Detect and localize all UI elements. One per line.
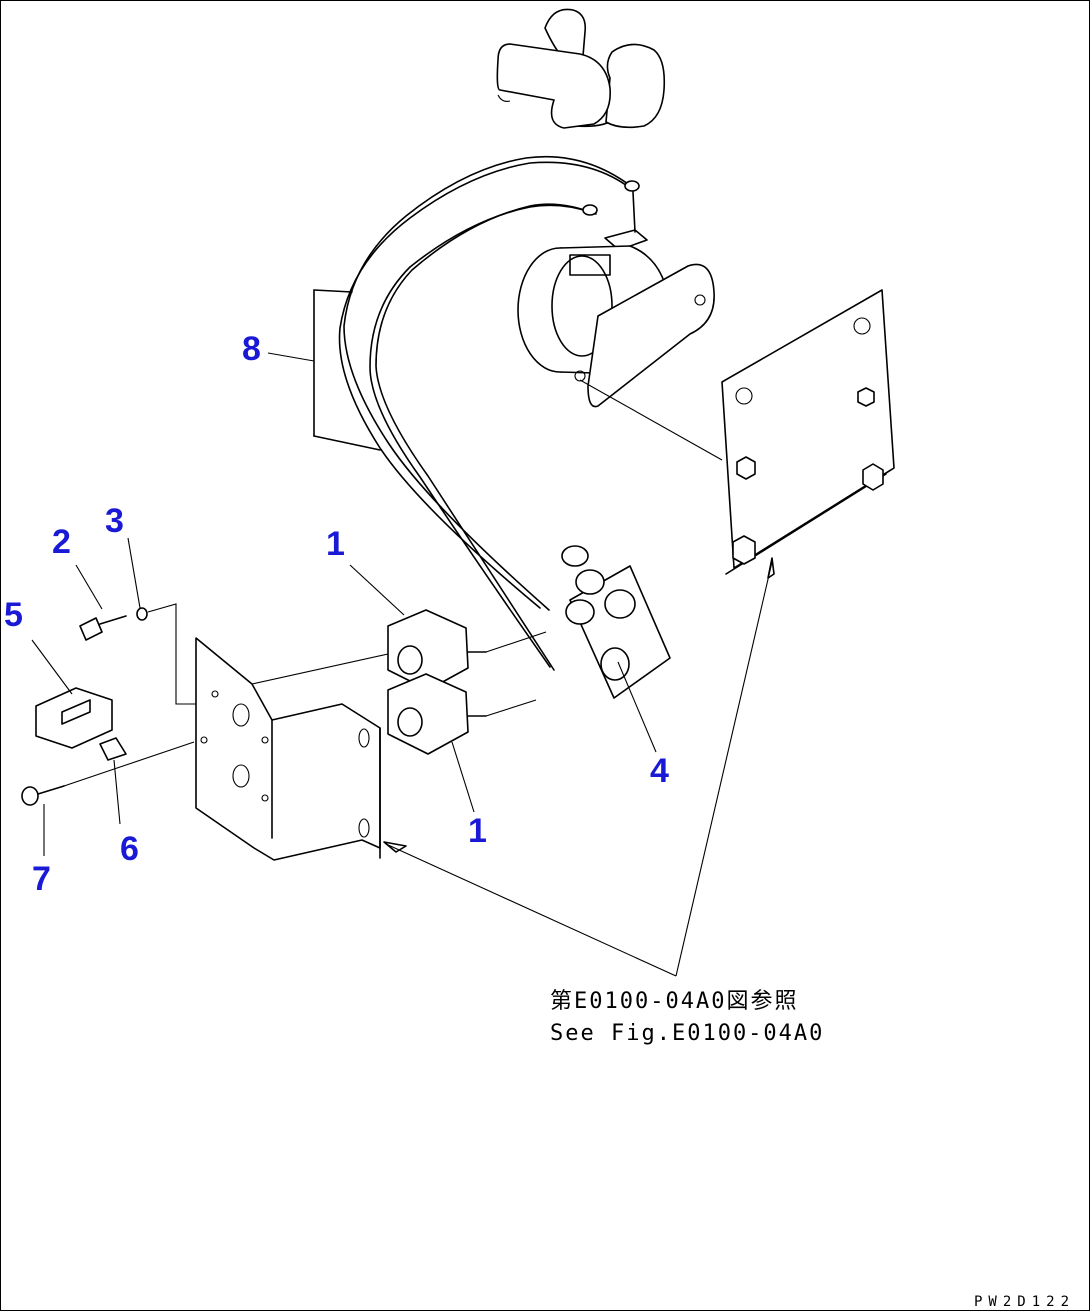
reference-note-jp: 第E0100-04A0図参照 bbox=[550, 989, 798, 1014]
callout-1-top: 1 bbox=[326, 525, 345, 563]
callout-4: 4 bbox=[650, 752, 669, 790]
bracket bbox=[195, 637, 381, 861]
callout-2: 2 bbox=[52, 523, 71, 561]
drawing-code: PW2D122 bbox=[974, 1294, 1075, 1310]
callout-5: 5 bbox=[4, 596, 23, 634]
terminal-covers bbox=[561, 545, 671, 699]
callout-6: 6 bbox=[120, 830, 139, 868]
leader-lines bbox=[31, 352, 657, 856]
callout-8: 8 bbox=[242, 330, 261, 368]
terminal-boots bbox=[496, 8, 666, 129]
callout-7: 7 bbox=[32, 860, 51, 898]
callout-1-bottom: 1 bbox=[468, 812, 487, 850]
battery-switches bbox=[251, 609, 547, 755]
small-hardware bbox=[21, 603, 196, 806]
mounting-plate bbox=[579, 289, 895, 575]
callout-3: 3 bbox=[105, 502, 124, 540]
reference-note-en: See Fig.E0100-04A0 bbox=[550, 1021, 824, 1046]
motor-unit bbox=[517, 245, 715, 408]
reference-arrows bbox=[383, 557, 775, 977]
label-sheet bbox=[313, 289, 381, 451]
cables bbox=[338, 155, 648, 671]
